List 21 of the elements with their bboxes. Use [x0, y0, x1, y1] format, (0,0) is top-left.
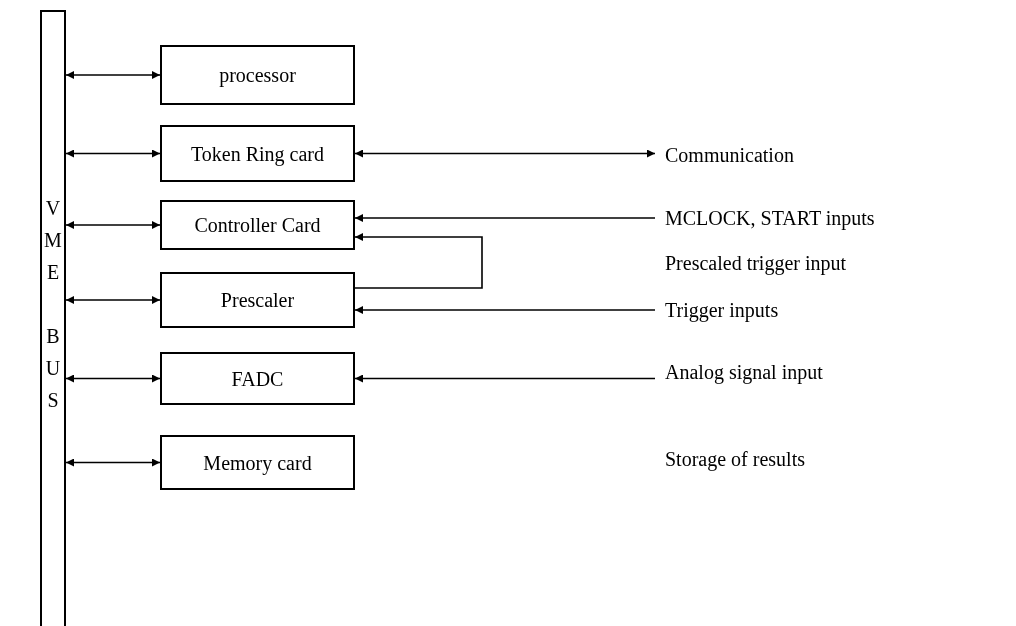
arrow: [354, 214, 656, 222]
arrow: [65, 296, 161, 304]
bus-bar: [40, 10, 66, 626]
arrow: [354, 306, 656, 314]
arrow: [65, 149, 161, 158]
arrow: [65, 71, 161, 79]
card-box: FADC: [160, 352, 355, 405]
arrow: [65, 458, 161, 467]
bus-label: VME BUS: [43, 196, 63, 413]
card-box: processor: [160, 45, 355, 105]
note-text: Prescaled trigger input: [664, 251, 847, 277]
arrow: [354, 233, 483, 289]
note-text: Storage of results: [664, 447, 805, 473]
card-box: Token Ring card: [160, 125, 355, 182]
card-box: Controller Card: [160, 200, 355, 250]
arrow: [65, 221, 161, 229]
card-box: Prescaler: [160, 272, 355, 328]
arrow: [354, 149, 656, 158]
arrow: [354, 374, 656, 383]
card-box: Memory card: [160, 435, 355, 490]
arrow: [65, 374, 161, 383]
